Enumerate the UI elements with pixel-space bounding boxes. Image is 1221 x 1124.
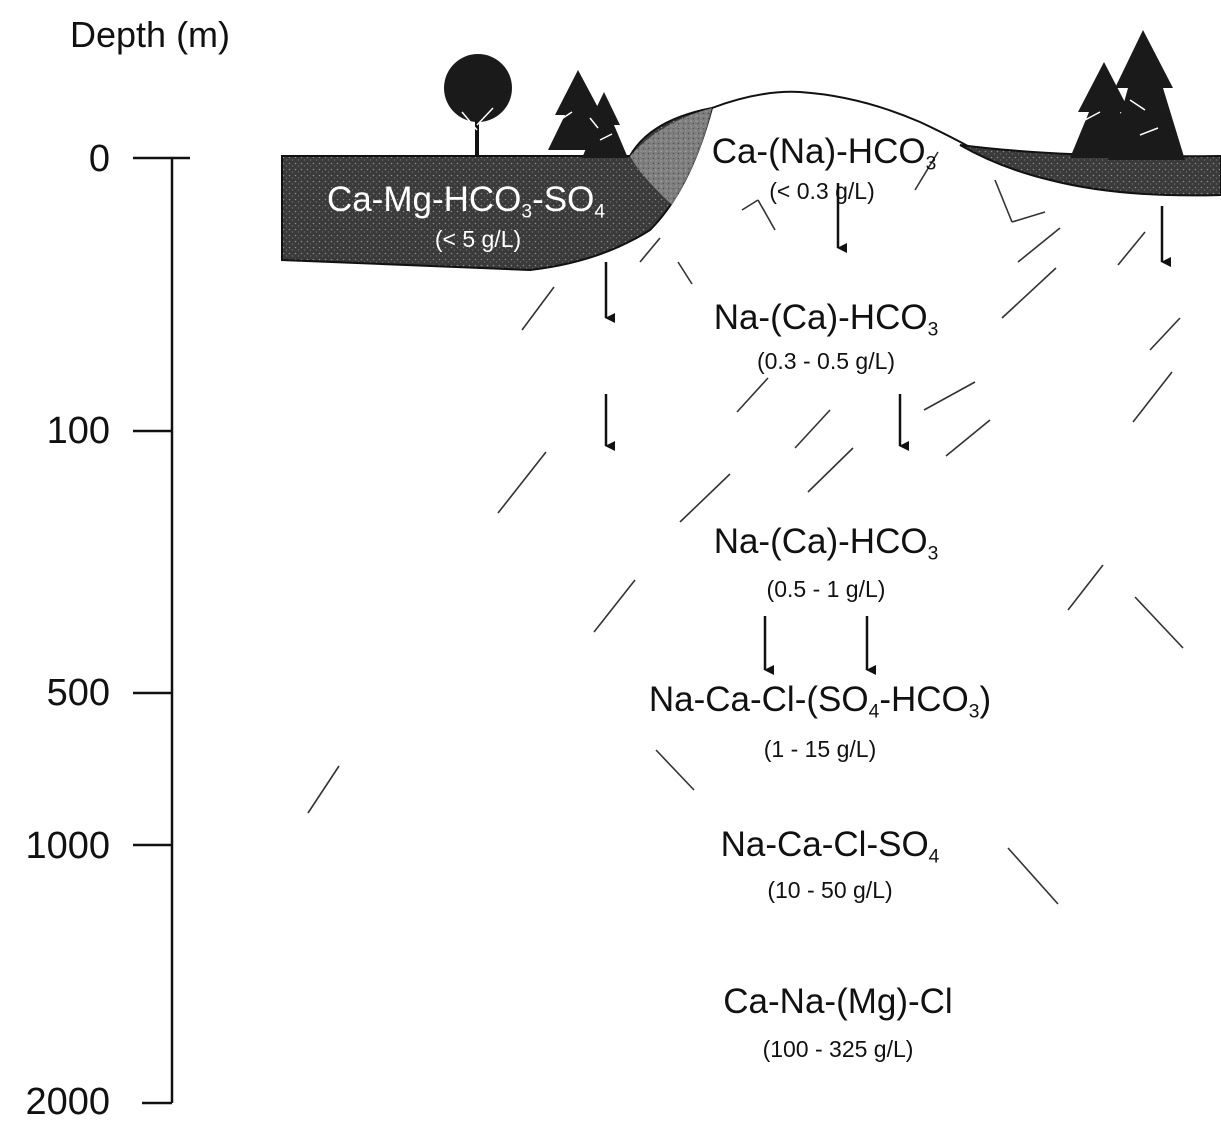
conifer-tree-icon — [1070, 30, 1185, 160]
zone-water-type-subscript: 4 — [594, 201, 606, 223]
zone-water-type: Na-(Ca)-HCO3 — [714, 522, 939, 566]
zone-water-type-text: -HCO — [879, 680, 969, 719]
fracture-lines — [307, 151, 1184, 905]
flow-arrows — [604, 183, 1171, 675]
zone-salinity: (100 - 325 g/L) — [762, 1036, 914, 1062]
axis-title: Depth (m) — [70, 14, 231, 55]
deciduous-tree-icon — [444, 54, 512, 156]
depth-axis — [133, 156, 190, 1105]
zone-water-type-subscript: 3 — [927, 543, 939, 565]
zone-water-type-subscript: 4 — [868, 701, 880, 723]
zone-water-type: Na-(Ca)-HCO3 — [714, 298, 939, 342]
zone-water-type-subscript: 3 — [927, 319, 939, 341]
zone-water-type-text: Ca-Na-(Mg)-Cl — [723, 982, 953, 1021]
tick-label-500: 500 — [46, 672, 110, 714]
zone-water-type: Na-Ca-Cl-SO4 — [721, 825, 940, 869]
zone-salinity: (0.5 - 1 g/L) — [766, 576, 886, 602]
zone-water-type: Ca-Mg-HCO3-SO4 — [327, 180, 605, 224]
zone-water-type-subscript: 4 — [928, 846, 940, 868]
zone-salinity: (< 5 g/L) — [434, 226, 522, 252]
zone-water-type-subscript: 3 — [521, 201, 533, 223]
tick-label-100: 100 — [46, 410, 110, 452]
zone-salinity: (10 - 50 g/L) — [767, 877, 893, 903]
zone-water-type: Na-Ca-Cl-(SO4-HCO3) — [649, 680, 991, 724]
zone-water-type-text: Na-(Ca)-HCO — [713, 522, 928, 561]
tick-label-2000: 2000 — [25, 1081, 110, 1123]
zone-water-type: Ca-Na-(Mg)-Cl — [723, 982, 952, 1022]
zone-water-type-text: Ca-Mg-HCO — [326, 180, 522, 219]
basin-slope-light — [630, 108, 712, 205]
conifer-tree-icon — [548, 70, 628, 158]
zone-salinity: (< 0.3 g/L) — [769, 178, 875, 204]
zone-water-type: Ca-(Na)-HCO3 — [712, 132, 937, 176]
zone-water-type-subscript: 3 — [925, 153, 937, 175]
zone-salinity: (1 - 15 g/L) — [763, 736, 877, 762]
zone-water-type-text: ) — [979, 680, 992, 719]
zone-water-type-text: -SO — [532, 180, 595, 219]
zone-salinity: (0.3 - 0.5 g/L) — [756, 348, 896, 374]
tick-label-0: 0 — [88, 138, 110, 180]
tick-label-1000: 1000 — [25, 825, 110, 867]
zone-water-type-text: Na-Ca-Cl-(SO — [648, 680, 869, 719]
zone-water-type-text: Na-Ca-Cl-SO — [720, 825, 929, 864]
zone-water-type-text: Na-(Ca)-HCO — [713, 298, 928, 337]
zone-water-type-subscript: 3 — [968, 701, 980, 723]
zone-water-type-text: Ca-(Na)-HCO — [711, 132, 926, 171]
